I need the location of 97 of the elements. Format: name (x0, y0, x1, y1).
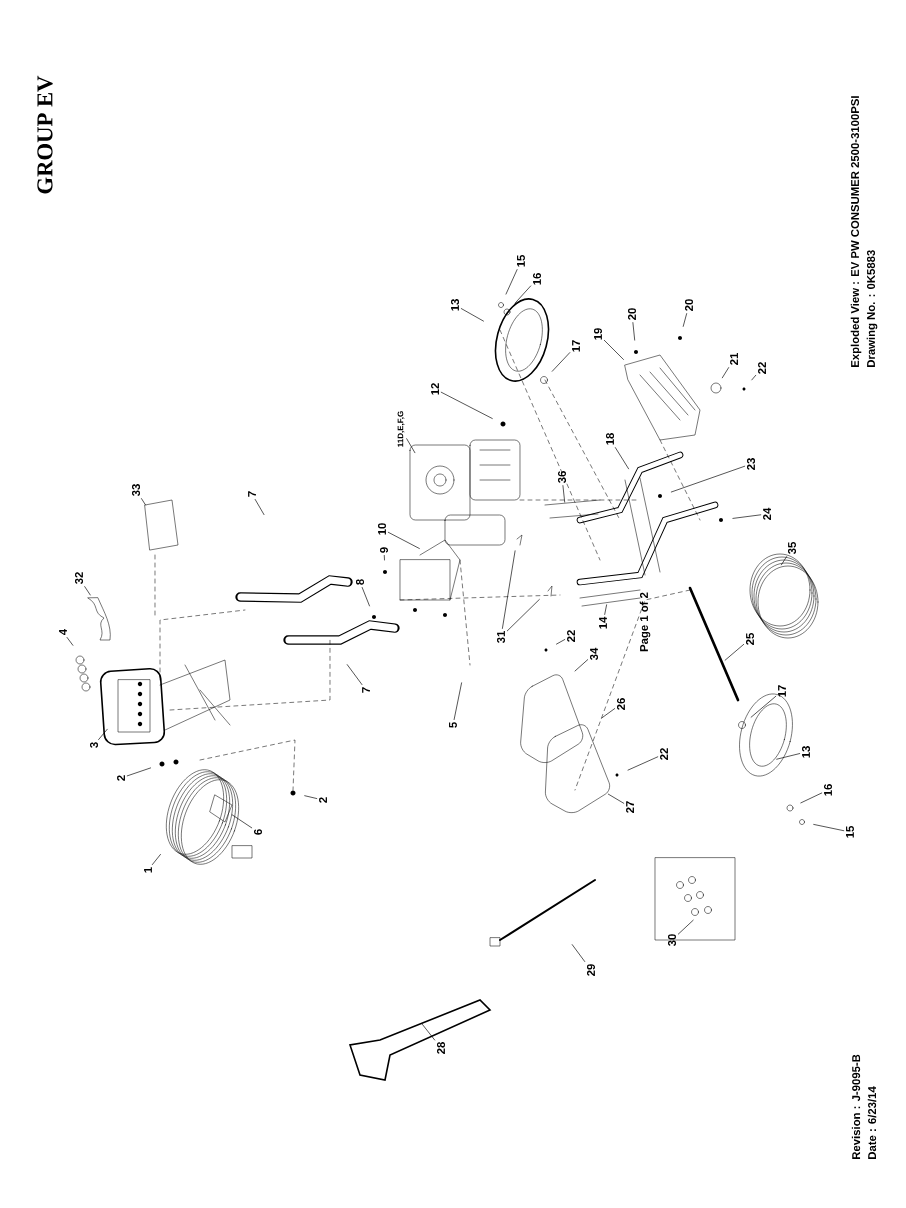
callout-number: 22 (660, 748, 668, 760)
leader-line (604, 604, 607, 615)
callout-number: 15 (846, 826, 854, 838)
leader-line (574, 659, 589, 672)
footer-text: Revision : J-9095-B (851, 1054, 861, 1159)
callout-number: 12 (431, 383, 439, 395)
leader-line (304, 795, 318, 799)
leader-line (732, 514, 762, 519)
callout-number: 28 (437, 1042, 445, 1054)
callout-number: 15 (517, 255, 525, 267)
callout-number: 9 (380, 547, 388, 553)
leader-line (562, 485, 566, 503)
header-text: Exploded View : EV PW CONSUMER 2500-3100PSI (850, 96, 862, 367)
callout-number: 20 (628, 308, 636, 320)
callout-number: 17 (778, 685, 786, 697)
callout-number: 2 (117, 775, 125, 781)
leader-line (406, 438, 416, 454)
callout-number: 30 (668, 934, 676, 947)
leader-line (632, 322, 636, 341)
callout-number: 6 (254, 829, 262, 835)
leader-line (254, 499, 265, 515)
leader-line (453, 682, 462, 720)
leader-line (800, 792, 823, 804)
leader-line (422, 1024, 436, 1041)
callout-number: 16 (824, 784, 832, 796)
leader-line (781, 556, 787, 566)
callout-number: 26 (617, 698, 625, 710)
callout-number: 19 (594, 328, 602, 340)
callout-number: 4 (59, 628, 67, 635)
leader-line (231, 814, 253, 829)
callout-number: 22 (567, 630, 575, 642)
title: GROUP EV (37, 75, 53, 194)
leader-line (502, 550, 516, 629)
leader-line (514, 285, 532, 304)
callout-number: 2 (319, 797, 327, 803)
leader-line (383, 555, 385, 561)
callout-number: 27 (626, 801, 634, 813)
leader-line (440, 391, 493, 419)
leader-line (460, 308, 484, 322)
leader-line (505, 269, 518, 295)
leader-line (551, 352, 571, 372)
callout-number: 31 (497, 631, 505, 644)
leader-line (724, 644, 745, 661)
callout-number: 16 (533, 273, 541, 285)
leader-line (152, 854, 161, 865)
callout-number: 13 (802, 746, 810, 758)
leader-line (66, 637, 74, 646)
leader-line (98, 728, 108, 740)
leader-line (813, 824, 845, 832)
leader-line (126, 767, 151, 777)
callout-number: 35 (788, 542, 796, 555)
callout-number: 20 (685, 299, 693, 311)
callout-number: 18 (606, 433, 614, 445)
leader-line (607, 793, 625, 804)
callout-number: 21 (730, 353, 738, 365)
leader-line (84, 586, 91, 596)
callout-number: 17 (572, 340, 580, 352)
leader-line (346, 664, 363, 685)
callout-number: 8 (356, 579, 364, 585)
leader-line (601, 708, 616, 719)
callout-number: 36 (558, 471, 566, 484)
leader-line (670, 465, 746, 493)
callout-number: 29 (587, 964, 595, 976)
leader-line (677, 919, 694, 935)
page-number: Page 1 of 2 (639, 592, 651, 652)
callout-number: 34 (590, 647, 598, 661)
header-text: Drawing No. : 0K5883 (866, 250, 878, 367)
callout-number: 13 (451, 299, 459, 311)
callout-number: 1 (144, 867, 152, 873)
callout-number: 24 (763, 507, 771, 520)
callout-number: 32 (75, 572, 83, 585)
callout-number: 7 (362, 687, 370, 693)
leader-line (750, 695, 777, 718)
leader-line (571, 944, 586, 962)
callout-number: 22 (758, 362, 766, 374)
callout-number: 33 (132, 484, 140, 497)
leader-line (506, 599, 540, 632)
leader-line (776, 753, 801, 760)
leader-line (603, 339, 624, 360)
callout-number: 5 (449, 722, 457, 728)
callout-number: 14 (599, 616, 607, 629)
leader-line (361, 587, 370, 607)
leader-line (721, 367, 729, 379)
callout-number: 10 (378, 523, 386, 535)
callout-number: 3 (90, 742, 98, 748)
callout-number: 25 (746, 633, 754, 645)
callout-number: 7 (248, 491, 256, 497)
leader-line (682, 313, 687, 327)
callout-number: 23 (747, 458, 755, 470)
leader-line (387, 531, 420, 549)
leader-line (615, 447, 629, 470)
leader-line (556, 639, 566, 645)
leader-line (627, 756, 659, 771)
leader-line (751, 374, 757, 381)
callout-number: 11D,E,F,G (397, 411, 405, 447)
leader-line (141, 498, 146, 506)
footer-text: Date : 6/23/14 (867, 1086, 877, 1159)
